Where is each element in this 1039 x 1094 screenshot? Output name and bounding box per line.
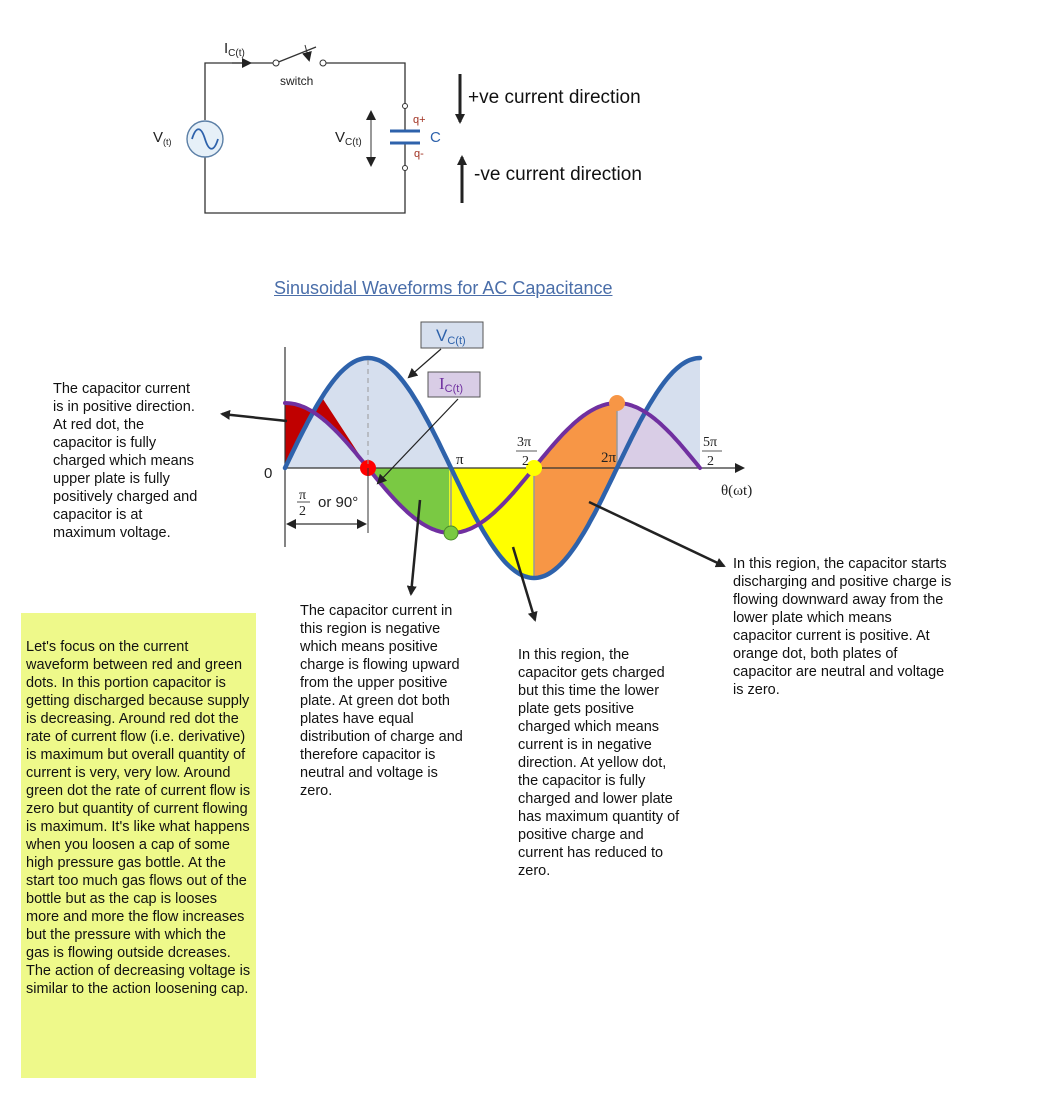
waveform-title-link[interactable]: Sinusoidal Waveforms for AC Capacitance [274, 278, 613, 298]
waveform-curves [282, 355, 703, 581]
plate-top-label: q+ [413, 114, 426, 126]
five-pi-over-two-den: 2 [707, 454, 714, 469]
orange-region-note: In this region, the capacitor starts dis… [733, 556, 952, 698]
source-label: V(t) [153, 129, 172, 147]
origin-label: 0 [264, 465, 272, 482]
circuit-wire-left-top [204, 62, 276, 120]
half-pi-suffix: or 90° [318, 494, 358, 511]
current-curve [283, 400, 702, 536]
switch-contact-left [272, 59, 280, 67]
green-dot [443, 525, 459, 541]
circuit-diagram [204, 46, 406, 214]
switch-label: switch [280, 74, 313, 88]
left-note-arrow [220, 409, 288, 423]
circuit-wire-right-top [323, 62, 406, 106]
cap-terminal-top [402, 103, 408, 109]
vc-label-box [420, 321, 484, 349]
voltage-fill-first-half [285, 358, 451, 468]
half-pi-num: π [299, 488, 306, 503]
plate-bottom-label: q- [414, 148, 424, 160]
cap-terminal-bottom [402, 165, 408, 171]
five-pi-over-two-num: 5π [703, 435, 717, 450]
yellow-region-note: In this region, the capacitor gets charg… [518, 647, 680, 879]
ic-label-box [427, 371, 481, 398]
vc-pointer [407, 348, 442, 379]
ac-source-wave [191, 128, 219, 150]
three-pi-over-two-num: 3π [517, 435, 531, 450]
waveform-dots [360, 395, 625, 541]
cap-voltage-label: VC(t) [335, 129, 362, 148]
cap-label: C [430, 129, 441, 146]
switch-arrow [302, 44, 312, 62]
positive-current-direction-label: +ve current direction [468, 87, 641, 108]
yellow-note-arrow [511, 546, 538, 622]
two-pi-tick-label: 2π [601, 450, 617, 466]
half-pi-den: 2 [299, 504, 306, 519]
orange-dot [609, 395, 625, 411]
green-region-note: The capacitor current in this region is … [300, 603, 463, 799]
voltage-curve [282, 355, 703, 581]
focus-explanation-text: Let's focus on the current waveform betw… [26, 639, 251, 997]
three-pi-over-two-den: 2 [522, 454, 529, 469]
switch-blade [275, 46, 317, 64]
switch-contact-right [319, 59, 327, 67]
orange-region [534, 403, 617, 578]
pi-tick-label: π [456, 452, 464, 468]
green-region [368, 468, 450, 533]
negative-current-direction-label: -ve current direction [474, 164, 642, 185]
circuit-wire-right-bottom [204, 157, 406, 214]
current-label: IC(t) [224, 40, 245, 59]
waveform-regions [285, 358, 700, 578]
yellow-dot [526, 460, 542, 476]
orange-note-arrow [588, 500, 726, 568]
ic-label: IC(t) [439, 374, 463, 395]
green-note-arrow [406, 499, 422, 596]
red-region [285, 397, 368, 468]
ic-pointer [376, 398, 459, 485]
vc-label: VC(t) [436, 326, 466, 347]
current-fill-end [617, 403, 700, 468]
positive-current-note: The capacitor current is in positive dir… [53, 381, 198, 541]
theta-axis-label: θ(ωt) [721, 483, 752, 499]
focus-explanation-box: Let's focus on the current waveform betw… [21, 613, 256, 1078]
